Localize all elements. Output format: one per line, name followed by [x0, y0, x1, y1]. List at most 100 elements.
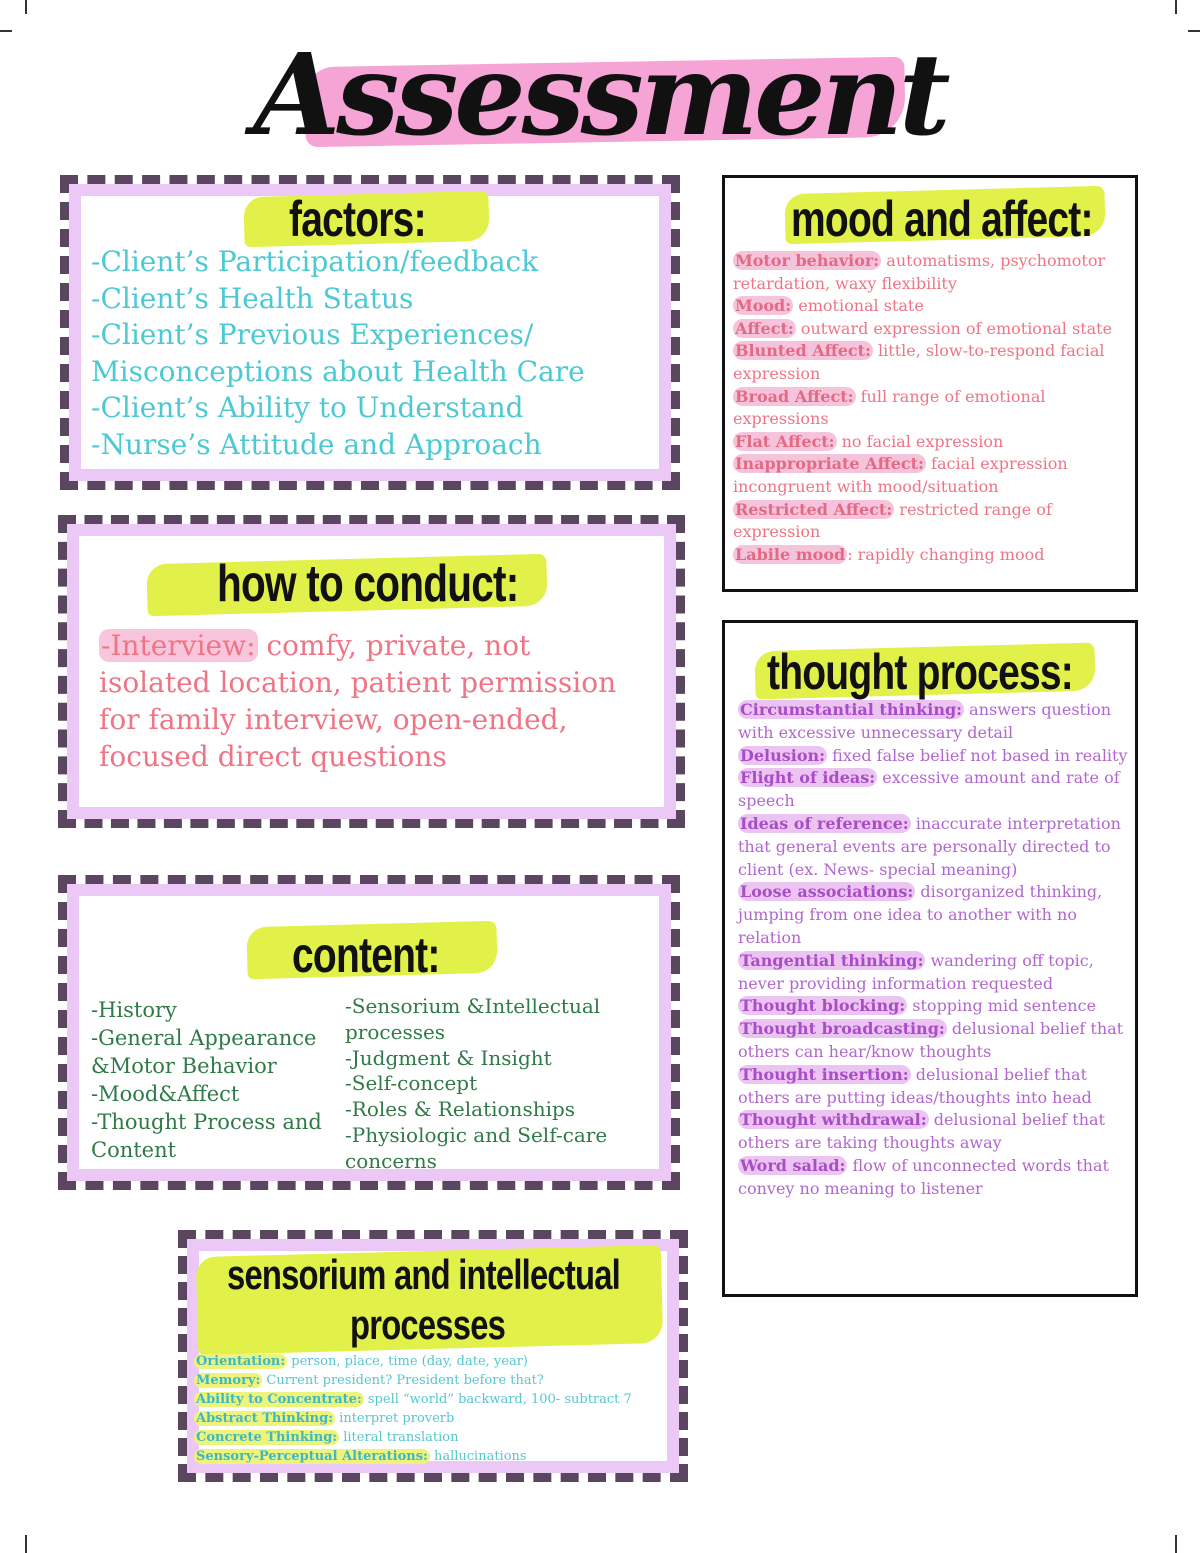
definition-text: outward expression of emotional state: [795, 318, 1113, 338]
definition-item: Affect: outward expression of emotional …: [733, 318, 1138, 341]
definition-item: Ability to Concentrate: spell “world” ba…: [194, 1390, 632, 1409]
definition-item: Abstract Thinking: interpret proverb: [194, 1409, 632, 1428]
definition-item: Sensory-Perceptual Alterations: hallucin…: [194, 1447, 632, 1466]
definition-text: little, slow-to-respond facial expressio…: [733, 341, 1105, 383]
definition-item: Thought broadcasting: delusional belief …: [738, 1018, 1133, 1064]
conduct-text: -Interview: comfy, private, not isolated…: [99, 627, 616, 775]
definition-item: Thought blocking: stopping mid sentence: [738, 995, 1133, 1018]
definition-term: Delusion:: [738, 745, 828, 765]
definition-text: delusional belief that others are taking…: [738, 1110, 1105, 1153]
definition-item: Tangential thinking: wandering off topic…: [738, 950, 1133, 996]
thought-heading: thought process:: [767, 644, 1074, 700]
factor-item: -Client’s Ability to Understand: [91, 391, 524, 424]
factor-item: -Client’s Previous Experiences/: [91, 318, 534, 351]
definition-term: Sensory-Perceptual Alterations:: [194, 1449, 430, 1464]
definition-item: Inappropriate Affect: facial expression …: [733, 453, 1138, 498]
definition-term: Thought insertion:: [738, 1064, 911, 1084]
content-right-list: -Sensorium &Intellectual processes -Judg…: [345, 994, 607, 1175]
definition-item: Orientation: person, place, time (day, d…: [194, 1352, 632, 1371]
content-item: -Thought Process and: [91, 1110, 322, 1134]
definition-text: wandering off topic, never providing inf…: [738, 950, 1094, 993]
definition-text: emotional state: [793, 296, 924, 316]
definition-text: fixed false belief not based in reality: [827, 745, 1128, 765]
content-item: -History: [91, 998, 177, 1022]
definition-term: Memory:: [194, 1373, 263, 1388]
definition-term: Ideas of reference:: [738, 813, 911, 833]
factors-box: factors: -Client’s Participation/feedbac…: [60, 175, 680, 490]
definition-text: Current president? President before that…: [262, 1373, 544, 1388]
factors-list: -Client’s Participation/feedback -Client…: [91, 244, 585, 463]
conduct-line: for family interview, open-ended,: [99, 703, 568, 736]
content-item: &Motor Behavior: [91, 1054, 277, 1078]
content-item: Content: [91, 1138, 177, 1162]
content-item: -Sensorium &Intellectual: [345, 994, 601, 1018]
definition-text: stopping mid sentence: [907, 996, 1097, 1016]
definition-text: spell “world” backward, 100- subtract 7: [363, 1392, 632, 1407]
definition-term: Thought broadcasting:: [738, 1019, 947, 1039]
conduct-heading: how to conduct:: [217, 555, 519, 613]
definition-item: Flat Affect: no facial expression: [733, 431, 1138, 454]
content-item: -Roles & Relationships: [345, 1097, 576, 1122]
definition-term: Blunted Affect:: [733, 341, 873, 361]
crop-mark: [1175, 0, 1177, 14]
conduct-line: isolated location, patient permission: [99, 666, 617, 699]
thought-process-box: thought process: Circumstantial thinking…: [722, 620, 1138, 1297]
crop-mark: [1188, 30, 1200, 32]
content-item: -Physiologic and Self-care: [345, 1122, 608, 1147]
content-item: -Mood&Affect: [91, 1082, 240, 1106]
factor-item: -Client’s Health Status: [91, 281, 414, 315]
definition-term: Inappropriate Affect:: [733, 454, 926, 474]
definition-text: delusional belief that others are puttin…: [738, 1064, 1092, 1107]
interview-term: -Interview:: [99, 629, 258, 662]
factor-item: Misconceptions about Health Care: [91, 354, 585, 388]
definition-term: Thought withdrawal:: [738, 1110, 929, 1130]
content-item: -General Appearance: [91, 1026, 317, 1050]
definition-item: Ideas of reference: inaccurate interpret…: [738, 813, 1133, 881]
definition-term: Mood:: [733, 296, 794, 316]
content-box: content: -History -General Appearance &M…: [58, 875, 680, 1190]
definition-text: : rapidly changing mood: [847, 544, 1045, 564]
definition-text: delusional belief that others can hear/k…: [738, 1019, 1124, 1061]
conduct-line: focused direct questions: [99, 740, 447, 773]
definition-item: Restricted Affect: restricted range of e…: [733, 499, 1138, 544]
page-title: Assessment: [253, 30, 950, 161]
mood-affect-box: mood and affect: Motor behavior: automat…: [722, 175, 1138, 592]
definition-item: Thought withdrawal: delusional belief th…: [738, 1109, 1133, 1155]
definition-item: Motor behavior: automatisms, psychomotor…: [733, 250, 1138, 295]
definition-term: Flight of ideas:: [738, 768, 878, 788]
definition-item: Memory: Current president? President bef…: [194, 1371, 632, 1390]
definition-text: facial expression incongruent with mood/…: [733, 454, 1068, 496]
definition-term: Abstract Thinking:: [194, 1411, 336, 1426]
definition-term: Flat Affect:: [733, 431, 837, 451]
definition-item: Delusion: fixed false belief not based i…: [738, 745, 1133, 768]
definition-term: Labile mood: [733, 544, 848, 564]
definition-item: Blunted Affect: little, slow-to-respond …: [733, 340, 1138, 385]
definition-item: Loose associations: disorganized thinkin…: [738, 881, 1133, 949]
definition-term: Thought blocking:: [738, 996, 908, 1016]
definition-term: Ability to Concentrate:: [194, 1392, 364, 1407]
crop-mark: [25, 1535, 27, 1553]
definition-text: flow of unconnected words that convey no…: [738, 1155, 1109, 1198]
definition-text: no facial expression: [836, 431, 1004, 451]
content-item: concerns: [345, 1148, 437, 1173]
definition-text: automatisms, psychomotor retardation, wa…: [733, 251, 1106, 293]
crop-mark: [1175, 1535, 1177, 1553]
factor-item: -Client’s Participation/feedback: [91, 245, 539, 278]
definition-text: hallucinations: [429, 1449, 527, 1464]
definition-item: Word salad: flow of unconnected words th…: [738, 1155, 1133, 1201]
factors-heading: factors:: [289, 191, 427, 247]
definition-term: Orientation:: [194, 1354, 288, 1369]
mood-list: Motor behavior: automatisms, psychomotor…: [733, 250, 1138, 566]
definition-item: Mood: emotional state: [733, 295, 1138, 318]
definition-term: Circumstantial thinking:: [738, 700, 965, 719]
mood-heading: mood and affect:: [791, 191, 1093, 247]
sensorium-list: Orientation: person, place, time (day, d…: [194, 1352, 632, 1466]
crop-mark: [0, 30, 12, 32]
definition-text: disorganized thinking, jumping from one …: [738, 882, 1103, 947]
definition-term: Broad Affect:: [733, 386, 856, 406]
definition-item: Circumstantial thinking: answers questio…: [738, 699, 1133, 745]
definition-text: full range of emotional expressions: [733, 386, 1046, 429]
content-heading: content:: [292, 927, 440, 983]
definition-term: Tangential thinking:: [738, 950, 926, 970]
